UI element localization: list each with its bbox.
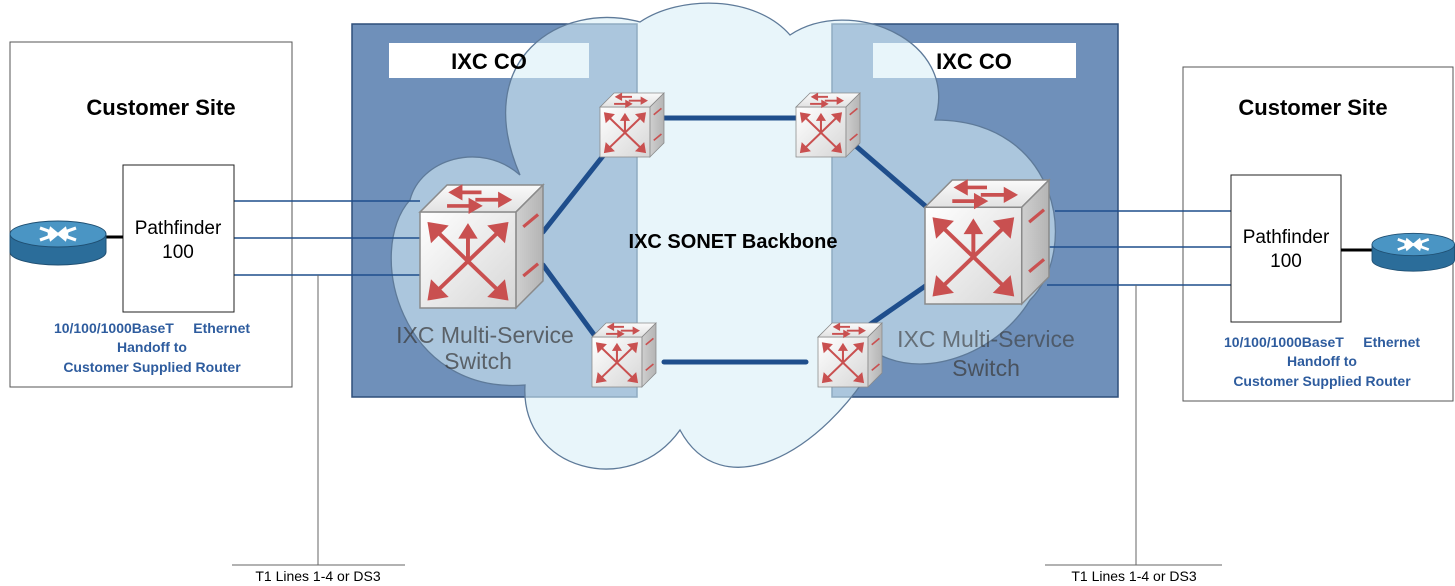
right-t1-label: T1 Lines 1-4 or DS3: [1071, 568, 1196, 584]
left-handoff-note-line1: 10/100/1000BaseT Ethernet: [54, 320, 250, 336]
right-handoff-lines: [1047, 210, 1231, 286]
left-pathfinder-label: Pathfinder: [135, 218, 222, 239]
backbone-label: IXC SONET Backbone: [629, 231, 838, 253]
left-t1-drop: [232, 275, 405, 566]
right-customer-site-title: Customer Site: [1238, 95, 1387, 120]
backbone-node-bottom-left-icon: [590, 321, 658, 389]
right-handoff-note-line1: 10/100/1000BaseT Ethernet: [1224, 334, 1420, 350]
right-switch-label-line1: IXC Multi-Service: [897, 326, 1075, 352]
sonet-backbone-cloud: [390, 2, 1056, 470]
right-handoff-note-line2: Handoff to: [1287, 353, 1357, 369]
right-handoff-note-line3: Customer Supplied Router: [1233, 373, 1411, 389]
left-pathfinder-device: [122, 164, 235, 313]
left-customer-site-title: Customer Site: [86, 95, 235, 120]
left-handoff-lines: [234, 200, 420, 276]
right-t1-drop: [1045, 285, 1222, 566]
backbone-node-bottom-right-icon: [816, 321, 884, 389]
right-pathfinder-device: [1230, 174, 1342, 323]
left-ixc-co-label: IXC CO: [451, 49, 527, 74]
left-switch-label-line1: IXC Multi-Service: [396, 322, 574, 348]
left-router-icon: [8, 219, 108, 267]
right-multiservice-switch-icon: [923, 178, 1051, 306]
backbone-node-top-right-icon: [794, 91, 862, 159]
left-t1-label: T1 Lines 1-4 or DS3: [255, 568, 380, 584]
right-ixc-co-label: IXC CO: [936, 49, 1012, 74]
right-pathfinder-label: Pathfinder: [1243, 227, 1330, 248]
left-handoff-note-line3: Customer Supplied Router: [63, 359, 241, 375]
left-multiservice-switch-icon: [418, 183, 545, 310]
left-pathfinder-model: 100: [162, 242, 194, 263]
backbone-node-top-left-icon: [598, 91, 666, 159]
right-pathfinder-model: 100: [1270, 251, 1302, 272]
left-switch-label-line2: Switch: [444, 348, 512, 374]
right-router-icon: [1370, 231, 1455, 273]
left-handoff-note-line2: Handoff to: [117, 339, 187, 355]
right-switch-label-line2: Switch: [952, 355, 1020, 381]
